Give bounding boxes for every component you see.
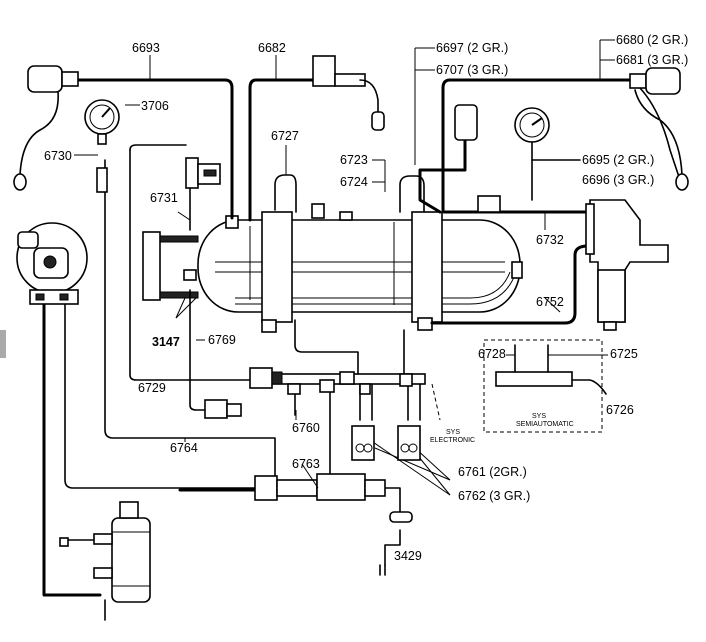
- label-6697: 6697 (2 GR.): [436, 41, 508, 55]
- label-6680: 6680 (2 GR.): [616, 33, 688, 47]
- label-6728: 6728: [478, 347, 506, 361]
- label-6731: 6731: [150, 191, 178, 205]
- label-6707: 6707 (3 GR.): [436, 63, 508, 77]
- label-6727: 6727: [271, 129, 299, 143]
- semiautomatic-box: [483, 339, 607, 433]
- label-3706: 3706: [141, 99, 169, 113]
- label-3429: 3429: [394, 549, 422, 563]
- element-bar-2: [159, 291, 199, 299]
- pressure-gauge-3706: [84, 99, 120, 193]
- label-6762: 6762 (3 GR.): [458, 489, 530, 503]
- page-edge-mark: [0, 330, 6, 358]
- heating-element-left: [142, 231, 161, 301]
- drain-symbol: [379, 564, 386, 576]
- label-6695: 6695 (2 GR.): [582, 153, 654, 167]
- label-6723: 6723: [340, 153, 368, 167]
- element-fitting: [183, 269, 197, 281]
- element-bar-1: [159, 235, 199, 243]
- label-6760: 6760: [292, 421, 320, 435]
- pressure-switch-left: [13, 65, 79, 191]
- sys-electronic-label-1: SYS: [446, 429, 460, 436]
- sys-electronic-label-2: ELECTRONIC: [430, 437, 475, 444]
- label-6769: 6769: [208, 333, 236, 347]
- label-6725: 6725: [610, 347, 638, 361]
- sys-semi-label-2: SEMIAUTOMATIC: [516, 421, 574, 428]
- label-6752: 6752: [536, 295, 564, 309]
- label-6693: 6693: [132, 41, 160, 55]
- boiler-valve-top: [311, 203, 325, 219]
- solenoid-valve: [312, 55, 385, 131]
- sys-semi-label-1: SYS: [532, 413, 546, 420]
- pressure-gauge-6695: [514, 107, 581, 201]
- boiler: [197, 219, 523, 313]
- pressure-switch-right: [629, 67, 689, 191]
- label-6696: 6696 (3 GR.): [582, 173, 654, 187]
- pressurestat-6731: [185, 157, 221, 189]
- label-6761: 6761 (2GR.): [458, 465, 527, 479]
- label-6729: 6729: [138, 381, 166, 395]
- label-6763: 6763: [292, 457, 320, 471]
- water-softener: [59, 501, 151, 603]
- lower-fitting-right: [417, 317, 433, 331]
- solenoid-coils: [351, 425, 421, 461]
- leader-lines: [74, 39, 615, 546]
- label-6681: 6681 (3 GR.): [616, 53, 688, 67]
- vacuum-valve: [454, 104, 501, 213]
- label-3147: 3147: [152, 335, 180, 349]
- pump-motor: [16, 222, 88, 305]
- callout-labels: 6693 6682 6697 (2 GR.) 6707 (3 GR.) 6680…: [44, 33, 688, 563]
- left-bracket: [261, 211, 293, 323]
- lower-fitting-left: [261, 319, 277, 333]
- group-head: [585, 199, 669, 331]
- boiler-plug: [339, 211, 353, 221]
- label-6724: 6724: [340, 175, 368, 189]
- valve-cluster: [204, 367, 413, 419]
- right-bracket: [411, 211, 443, 323]
- main-valve-assembly: [254, 473, 413, 523]
- label-6732: 6732: [536, 233, 564, 247]
- label-6726: 6726: [606, 403, 634, 417]
- label-6764: 6764: [170, 441, 198, 455]
- label-6682: 6682: [258, 41, 286, 55]
- label-6730: 6730: [44, 149, 72, 163]
